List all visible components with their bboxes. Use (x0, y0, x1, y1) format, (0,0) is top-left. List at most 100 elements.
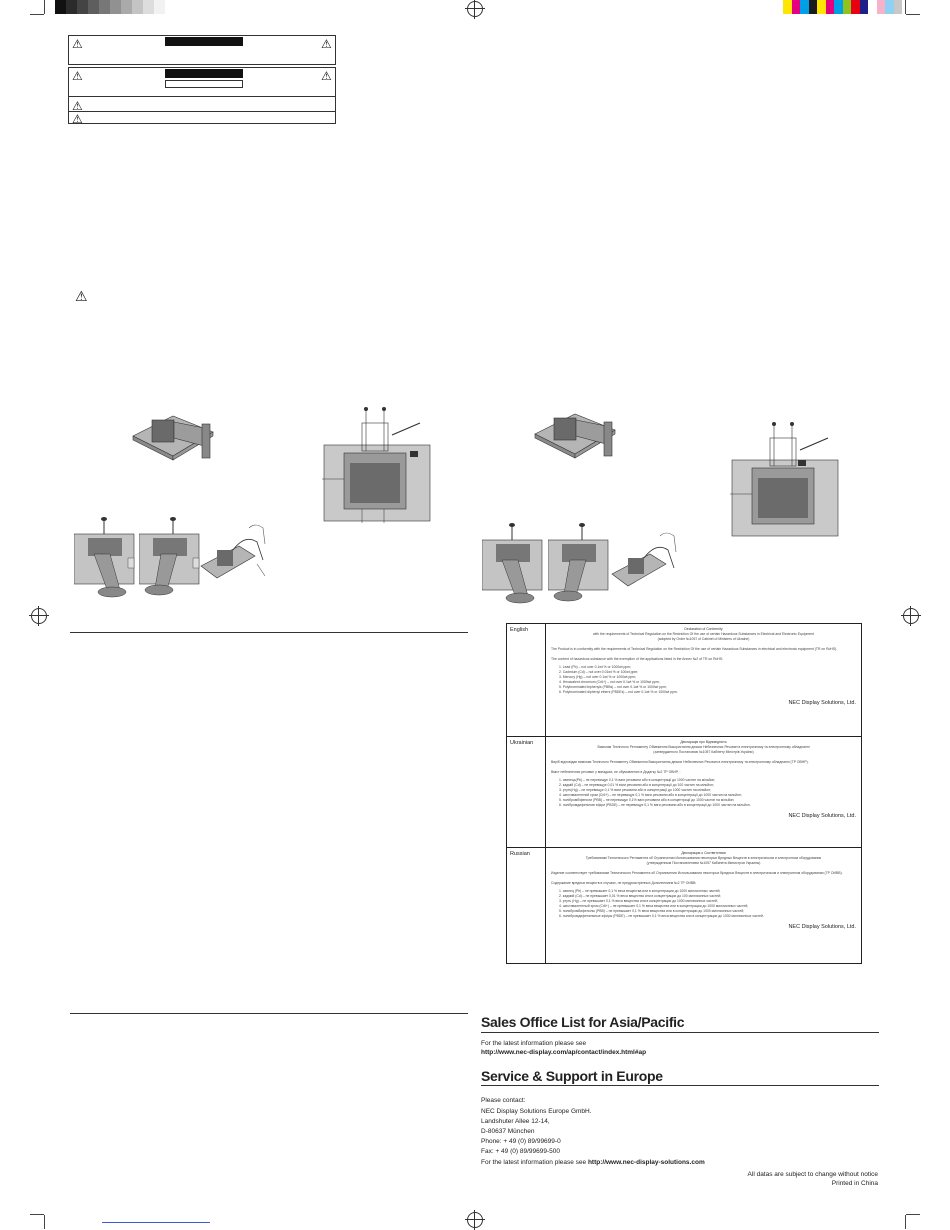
gray-swatch (110, 0, 121, 14)
declaration-list-item: 2. кадмий (Cd) – не превышает 0,01 % вес… (559, 894, 721, 898)
color-swatch (808, 0, 817, 14)
declaration-paragraph: Изделие соответствует требованиям Технич… (551, 871, 843, 875)
monitor-stand-illustration-2 (534, 413, 616, 459)
stand-removal-step3-illustration-2 (611, 532, 677, 587)
declaration-subtitle2: (утвержденным Постановлением №1057 Кабин… (646, 861, 761, 865)
gray-swatch (99, 0, 110, 14)
color-swatch (783, 0, 792, 14)
color-swatch (859, 0, 868, 14)
color-swatch (842, 0, 851, 14)
declaration-paragraph: The Product is in conformity with the re… (551, 647, 838, 651)
support-latest-info: For the latest information please see ht… (481, 1159, 705, 1166)
warning-triangle-icon: ⚠ (72, 112, 83, 126)
caution-box: ⚠ ⚠ ⚠ ⚠ (68, 67, 336, 126)
declaration-list-item: 6. Polybrominated diphenyl ethers (PBDEs… (559, 690, 678, 694)
support-phone: Phone: + 49 (0) 89/99699-0 (481, 1138, 561, 1145)
sales-heading-rule (481, 1032, 879, 1033)
declaration-title: Декларація про Відповідність (680, 740, 727, 744)
declaration-subtitle2: (adopted by Order №1057 of Cabinet of Mi… (657, 637, 750, 641)
gray-swatch (154, 0, 165, 14)
warning-triangle-icon: ⚠ (321, 37, 332, 51)
color-swatch (868, 0, 877, 14)
gray-swatch (88, 0, 99, 14)
section-divider (70, 632, 468, 633)
declaration-list-item: 4. шестивалентний хром (Cr6+) – не перев… (559, 793, 742, 797)
gray-swatch (77, 0, 88, 14)
declaration-list-item: 2. кадмій (Cd) – не перевищує 0,01 % ваг… (559, 783, 714, 787)
declaration-list-item: 4. Hexavalent chromium (Cr6+) – not over… (559, 680, 660, 684)
declaration-paragraph: The content of hazardous substance with … (551, 657, 724, 661)
declaration-list-item: 5. Polybrominated biphenyls (PBBs) – not… (559, 685, 667, 689)
caution-triangle-icon: ⚠ (75, 288, 88, 304)
caution-divider (69, 111, 335, 112)
registration-mark-icon (465, 0, 485, 19)
warning-triangle-icon: ⚠ (321, 69, 332, 83)
color-bar (783, 0, 902, 14)
gray-swatch (55, 0, 66, 14)
registration-mark-icon (901, 606, 921, 626)
declaration-list: 1. свинец (Pb) – не превышает 0,1 % веса… (559, 889, 856, 919)
caution-subheading-box (165, 80, 243, 88)
sales-info-text: For the latest information please see (481, 1040, 587, 1047)
color-swatch (825, 0, 834, 14)
warning-triangle-icon: ⚠ (72, 37, 83, 51)
crop-mark (906, 14, 920, 15)
stand-removal-step2-illustration (139, 517, 200, 596)
registration-mark-icon (29, 606, 49, 626)
registration-mark-icon (465, 1210, 485, 1230)
declaration-list: 1. Lead (Pb) – not over 0.1wt % or 1000w… (559, 665, 856, 695)
declaration-list-item: 4. шестивалентный хром (Cr6+) – не превы… (559, 904, 749, 908)
stand-removal-step1-illustration (74, 517, 135, 598)
declaration-language: English (507, 624, 546, 736)
support-heading: Service & Support in Europe (481, 1068, 663, 1084)
declaration-paragraph: Содержание вредных веществ в случаях, не… (551, 881, 697, 885)
gray-swatch (121, 0, 132, 14)
declaration-list: 1. свинець(Pb) – не перевищує 0,1 % ваги… (559, 778, 856, 808)
declaration-list-item: 5. полибромбифенолы (PBB) – не превышает… (559, 909, 745, 913)
stand-removal-step3-illustration (200, 524, 266, 579)
support-city: D-80637 München (481, 1128, 535, 1135)
vesa-mount-illustration (322, 407, 431, 523)
crop-mark (905, 1215, 906, 1229)
crop-mark (44, 1215, 45, 1229)
warning-box: ⚠ ⚠ (68, 35, 336, 65)
stand-removal-step2-illustration-2 (548, 523, 609, 602)
support-latest-url-link[interactable]: http://www.nec-display-solutions.com (587, 1159, 705, 1166)
color-swatch (834, 0, 843, 14)
color-swatch (791, 0, 800, 14)
declaration-subtitle: Требованиям Технического Регламента об О… (585, 856, 822, 860)
declaration-subtitle: Вимогам Технічного Регламенту Обмеження … (597, 745, 810, 749)
caution-heading-bar (165, 69, 243, 78)
gray-swatch (66, 0, 77, 14)
warning-heading-bar (165, 37, 243, 46)
stand-removal-step1-illustration-2 (482, 523, 543, 604)
declaration-list-item: 1. Lead (Pb) – not over 0.1wt % or 1000w… (559, 665, 631, 669)
support-contact-label: Please contact: (481, 1097, 526, 1104)
color-swatch (876, 0, 885, 14)
declaration-language: Russian (507, 848, 546, 963)
caution-divider (69, 96, 335, 97)
color-swatch (800, 0, 809, 14)
warning-triangle-icon: ⚠ (72, 99, 83, 113)
declaration-paragraph: Виріб відповідає вимогам Технічного Регл… (551, 760, 809, 764)
sales-url-link[interactable]: http://www.nec-display.com/ap/contact/in… (481, 1049, 647, 1056)
crop-mark (30, 14, 44, 15)
declaration-list-item: 6. полибромдифенильные эфиры (PBDE) – не… (559, 914, 764, 918)
declaration-subtitle: with the requirements of Technical Regul… (592, 632, 814, 636)
support-street: Landshuter Allee 12-14, (481, 1118, 550, 1125)
gray-swatch (132, 0, 143, 14)
color-swatch (817, 0, 826, 14)
declaration-list-item: 3. ртуть(Hg) – не перевищує 0,1 % ваги р… (559, 788, 711, 792)
declaration-list-item: 1. свинець(Pb) – не перевищує 0,1 % ваги… (559, 778, 716, 782)
crop-mark (905, 0, 906, 14)
color-swatch (885, 0, 894, 14)
crop-mark (44, 0, 45, 14)
declaration-list-item: 5. полібромбіфеноли (PBB) – не перевищує… (559, 798, 735, 802)
support-company: NEC Display Solutions Europe GmbH. (481, 1108, 592, 1115)
declaration-language: Ukrainian (507, 737, 546, 847)
declaration-paragraph: Вміст небезпечних речовин у випадках, не… (551, 770, 681, 774)
